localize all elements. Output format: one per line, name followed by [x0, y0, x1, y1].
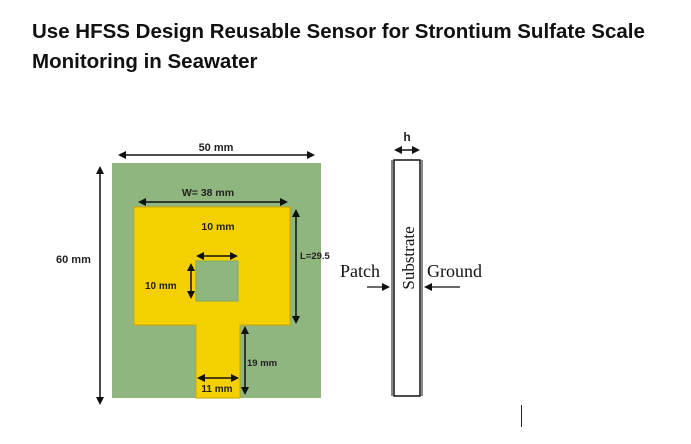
text-cursor: [521, 405, 522, 427]
slot-width-label: 10 mm: [201, 221, 234, 233]
slot-height-label: 10 mm: [145, 281, 177, 292]
substrate-label: Substrate: [399, 226, 418, 289]
page-title: Use HFSS Design Reusable Sensor for Stro…: [32, 20, 645, 73]
feed-width-label: 11 mm: [201, 384, 232, 395]
patch-length-label: L=29.5: [300, 251, 331, 262]
patch-label: Patch: [340, 261, 380, 281]
substrate-side-view: [393, 159, 421, 397]
width-total-label: 50 mm: [199, 142, 234, 154]
slot-cutout: [195, 260, 239, 302]
patch-width-label: W= 38 mm: [182, 187, 234, 199]
ground-label: Ground: [427, 261, 482, 281]
height-total-label: 60 mm: [56, 254, 91, 266]
patch-conductor: [133, 206, 291, 399]
feed-length-label: 19 mm: [247, 358, 277, 369]
thickness-label: h: [403, 130, 410, 144]
